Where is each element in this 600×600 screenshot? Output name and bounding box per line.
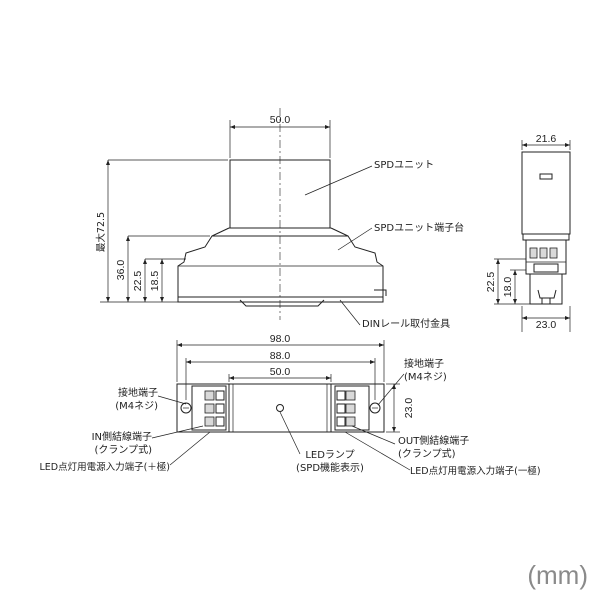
label-led-plus: LED点灯用電源入力端子(＋極) <box>39 461 170 473</box>
label-spd-unit: SPDユニット <box>374 160 434 171</box>
label-out-terminal-sub: (クランプ式) <box>398 447 456 460</box>
dim-front-width: 50.0 <box>270 114 291 126</box>
dim-side-h22-5: 22.5 <box>485 272 497 293</box>
dim-side-width: 21.6 <box>536 133 557 145</box>
label-in-terminal: IN側結線端子 <box>92 430 152 443</box>
side-upper-body <box>521 151 571 235</box>
label-led-lamp-sub: (SPD機能表示) <box>296 461 364 474</box>
label-led-lamp: LEDランプ <box>305 449 354 461</box>
dim-side-h18: 18.0 <box>502 277 514 298</box>
dim-max-height: 最大72.5 <box>95 212 107 252</box>
dim-h36: 36.0 <box>115 260 127 281</box>
label-din-rail: DINレール取付金具 <box>362 317 450 330</box>
front-view <box>100 108 387 326</box>
side-indicator <box>539 173 553 180</box>
unit-label: (mm) <box>527 560 588 590</box>
dim-h18-5: 18.5 <box>149 271 161 292</box>
label-led-minus: LED点灯用電源入力端子(一極) <box>410 465 541 477</box>
dim-top-h23: 23.0 <box>403 398 415 419</box>
label-ground-left-sub: (M4ネジ) <box>115 400 158 412</box>
dim-side-w23: 23.0 <box>536 319 557 331</box>
top-view <box>151 340 411 471</box>
label-ground-right-sub: (M4ネジ) <box>404 371 447 383</box>
dim-top-88: 88.0 <box>270 350 291 362</box>
dim-h22-5: 22.5 <box>132 271 144 292</box>
label-out-terminal: OUT側結線端子 <box>398 434 469 447</box>
led-lamp-icon <box>276 404 284 412</box>
label-spd-base: SPDユニット端子台 <box>374 221 464 234</box>
dim-top-50: 50.0 <box>270 366 291 378</box>
label-ground-left: 接地端子 <box>118 386 158 399</box>
dim-top-98: 98.0 <box>270 333 291 345</box>
label-in-terminal-sub: (クランプ式) <box>94 443 152 456</box>
side-view <box>494 140 571 332</box>
din-rail <box>177 296 384 303</box>
label-ground-right: 接地端子 <box>404 357 444 370</box>
spd-base-body <box>177 235 384 301</box>
